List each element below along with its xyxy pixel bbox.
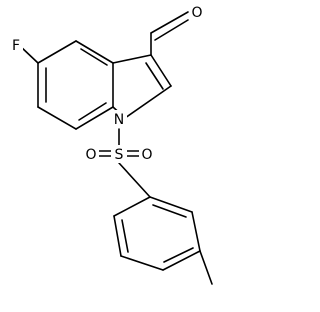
- bond: [113, 215, 122, 257]
- nitrogen-label: N: [114, 112, 124, 128]
- atom-nitrogen: N: [111, 110, 127, 128]
- atom-label-background: [83, 145, 99, 163]
- pyrrole-ring: [112, 54, 172, 119]
- bond: [162, 250, 201, 271]
- bond: [150, 54, 172, 87]
- bond: [149, 196, 193, 213]
- atom-label-background: [111, 145, 127, 163]
- double-bond-inner: [121, 219, 129, 253]
- atom-fluorine: F: [9, 36, 23, 54]
- bond: [112, 54, 152, 64]
- double-bond-inner: [145, 62, 164, 90]
- sulfur-label: S: [115, 147, 124, 163]
- bond: [113, 196, 151, 217]
- bond-s-to-aryl: [118, 162, 151, 198]
- bond: [150, 11, 189, 34]
- atom-label-background: [190, 3, 205, 21]
- bond: [75, 40, 114, 64]
- benzene-ring-indole: [37, 40, 114, 130]
- fluorine-label: F: [12, 38, 20, 54]
- double-bond: [154, 19, 189, 41]
- bond: [37, 106, 77, 130]
- atom-label-background: [9, 36, 23, 54]
- bond: [191, 211, 201, 252]
- atom-sulfonyl-oxygen-right: O: [139, 145, 155, 163]
- sulfonyl-oxygen-left-label: O: [85, 147, 96, 163]
- atom-label-background: [111, 110, 127, 128]
- molecule-drawing: F O N S O O: [9, 3, 213, 285]
- bond: [120, 255, 164, 271]
- double-bond-inner: [80, 48, 108, 66]
- aldehyde-oxygen-label: O: [191, 5, 202, 21]
- double-bond-inner: [163, 247, 194, 263]
- tolyl-ring: [113, 196, 201, 271]
- double-bond-inner: [78, 102, 107, 121]
- sulfonyl-group: [97, 150, 141, 157]
- structure-diagram: F O N S O O: [9, 3, 213, 285]
- atom-aldehyde-oxygen: O: [190, 3, 205, 21]
- atom-sulfonyl-oxygen-left: O: [83, 145, 99, 163]
- bond: [75, 106, 114, 130]
- bond: [124, 85, 172, 119]
- sulfonyl-oxygen-right-label: O: [141, 147, 152, 163]
- atom-sulfur: S: [111, 145, 127, 163]
- bond: [37, 40, 77, 64]
- methyl-bond: [199, 250, 213, 285]
- atom-label-background: [139, 145, 155, 163]
- double-bond-inner: [152, 204, 187, 218]
- aldehyde-group: [150, 11, 189, 56]
